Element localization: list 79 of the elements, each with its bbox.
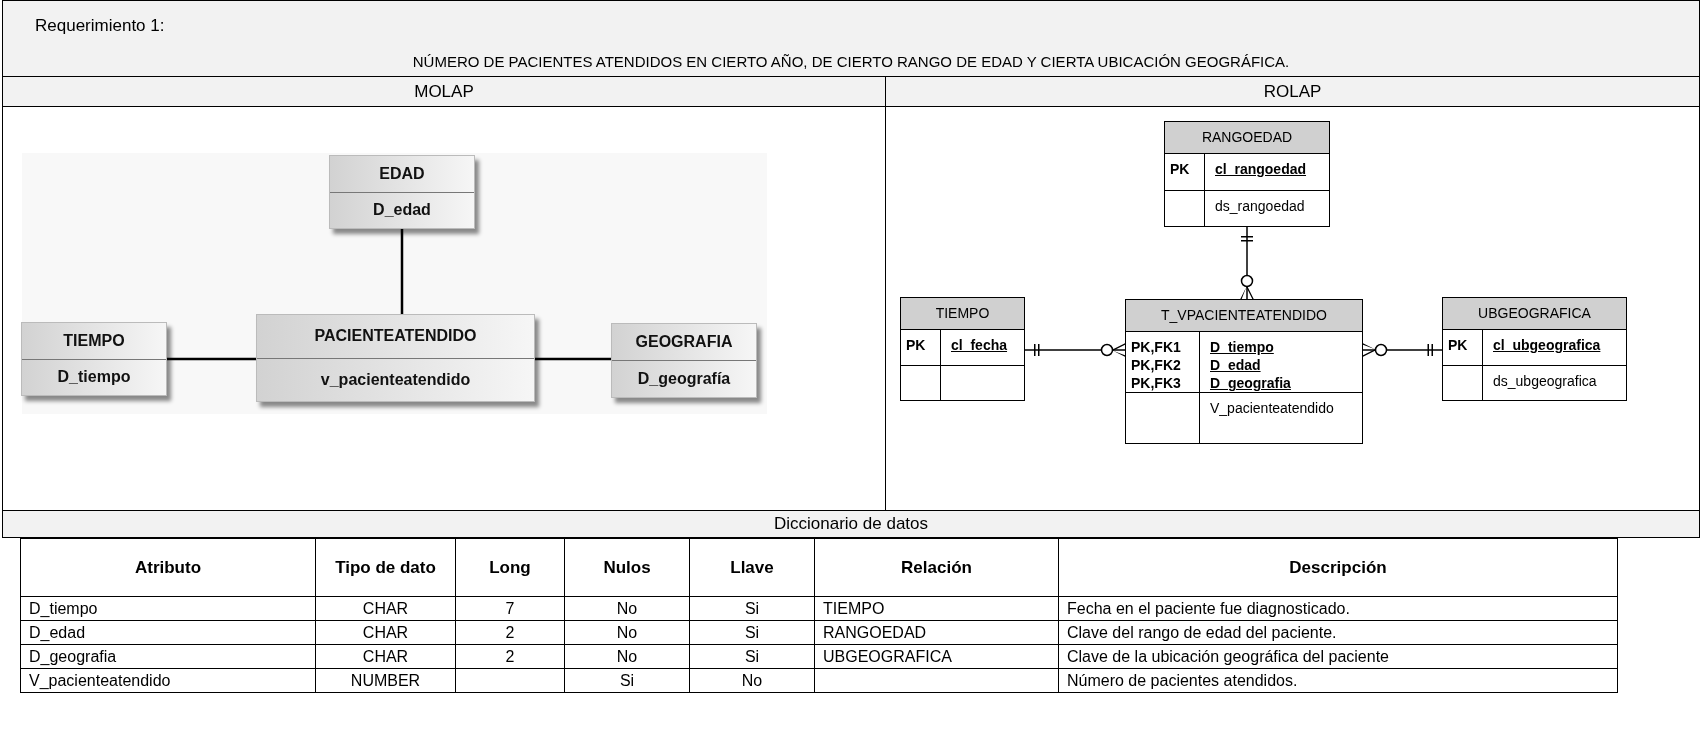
table-cell: D_geografia <box>20 644 316 669</box>
entity-name: PACIENTEATENDIDO <box>314 326 477 347</box>
dimension-box <box>256 314 535 402</box>
relationship-line <box>1239 226 1255 300</box>
key-label: PK,FK2 <box>1131 356 1182 374</box>
entity-name: TIEMPO <box>935 304 990 323</box>
attribute-name: ds_rangoedad <box>1215 196 1306 215</box>
column-header: Long <box>455 538 565 597</box>
key-attribute: D_geografia <box>1210 374 1292 392</box>
relationship-line <box>1362 342 1443 358</box>
table-cell: 2 <box>455 620 565 645</box>
entity-name: TIEMPO <box>63 330 125 351</box>
entity-name: EDAD <box>379 163 425 184</box>
dimension-box <box>329 155 475 229</box>
column-header: Nulos <box>564 538 690 597</box>
section-header: MOLAP <box>2 76 886 107</box>
subtitle: NÚMERO DE PACIENTES ATENDIDOS EN CIERTO AÑO, DE CIERTO RANGO DE EDAD Y CIERTA UBICACIÓN GEOGRÁFICA. <box>411 52 1291 72</box>
dimension-box <box>611 323 757 398</box>
entity-name: RANGOEDAD <box>1201 128 1293 147</box>
key-label: PK <box>1448 336 1469 354</box>
attribute-name: D_edad <box>373 200 431 221</box>
table-cell: No <box>689 668 815 693</box>
entity-table <box>900 297 1025 401</box>
key-label: PK <box>906 336 927 354</box>
column-header: Descripción <box>1058 538 1618 597</box>
entity-table <box>1125 299 1363 444</box>
table-cell: No <box>564 644 690 669</box>
table-cell: Número de pacientes atendidos. <box>1058 668 1618 693</box>
table-cell: D_edad <box>20 620 316 645</box>
column-header: Tipo de dato <box>315 538 456 597</box>
column-header: Llave <box>689 538 815 597</box>
table-cell: Si <box>689 644 815 669</box>
attribute-name: v_pacienteatendido <box>320 369 471 390</box>
table-cell: V_pacienteatendido <box>20 668 316 693</box>
key-attribute: cl_rangoedad <box>1215 160 1308 178</box>
attribute-name: V_pacienteatendido <box>1210 399 1335 417</box>
key-label: PK <box>1170 160 1191 178</box>
connector-line <box>535 357 611 361</box>
entity-name: T_VPACIENTEATENDIDO <box>1161 306 1327 325</box>
table-cell: D_tiempo <box>20 596 316 621</box>
title: Requerimiento 1: <box>35 15 165 37</box>
table-cell: Si <box>564 668 690 693</box>
entity-name: GEOGRAFIA <box>635 332 733 352</box>
key-attribute: D_edad <box>1210 356 1262 374</box>
table-cell: 7 <box>455 596 565 621</box>
table-cell: TIEMPO <box>814 596 1059 621</box>
relationship-line <box>1024 342 1126 358</box>
key-label: PK,FK1 <box>1131 338 1182 356</box>
table-cell: No <box>564 620 690 645</box>
connector-line <box>400 229 404 314</box>
key-label: PK,FK3 <box>1131 374 1182 392</box>
section-header: Diccionario de datos <box>2 510 1700 538</box>
table-cell: CHAR <box>315 596 456 621</box>
section-header: ROLAP <box>885 76 1700 107</box>
key-attribute: D_tiempo <box>1210 338 1275 356</box>
column-header: Relación <box>814 538 1059 597</box>
table-cell: 2 <box>455 644 565 669</box>
table-cell: No <box>564 596 690 621</box>
table-cell: Si <box>689 596 815 621</box>
entity-name: UBGEOGRAFICA <box>1478 304 1591 323</box>
table-cell: Si <box>689 620 815 645</box>
table-cell: RANGOEDAD <box>814 620 1059 645</box>
table-cell: CHAR <box>315 620 456 645</box>
attribute-name: D_geografía <box>637 369 731 389</box>
connector-line <box>167 357 256 361</box>
dimension-box <box>21 322 167 396</box>
table-cell: NUMBER <box>315 668 456 693</box>
entity-table <box>1164 121 1330 227</box>
attribute-name: D_tiempo <box>57 367 131 388</box>
attribute-name: ds_ubgeografica <box>1493 371 1598 390</box>
table-cell: Clave del rango de edad del paciente. <box>1058 620 1618 645</box>
table-cell: Fecha en el paciente fue diagnosticado. <box>1058 596 1618 621</box>
table-cell: UBGEOGRAFICA <box>814 644 1059 669</box>
entity-table <box>1442 297 1627 401</box>
table-cell: CHAR <box>315 644 456 669</box>
column-header: Atributo <box>20 538 316 597</box>
key-attribute: cl_ubgeografica <box>1493 336 1602 354</box>
table-cell: Clave de la ubicación geográfica del paciente <box>1058 644 1618 669</box>
key-attribute: cl_fecha <box>951 336 1009 354</box>
